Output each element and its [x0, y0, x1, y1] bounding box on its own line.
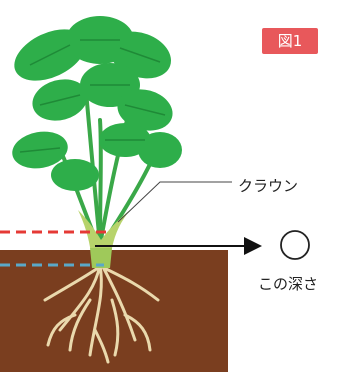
depth-label: この深さ	[258, 275, 319, 293]
roots	[43, 263, 160, 364]
correct-circle-icon	[280, 230, 310, 260]
leaf-veins	[19, 39, 166, 153]
crown-base	[90, 248, 112, 268]
crown-pointer-line	[117, 181, 232, 223]
figure-label-badge: 図1	[262, 28, 318, 54]
depth-arrow-head	[244, 237, 262, 255]
crown-label: クラウン	[238, 177, 299, 195]
